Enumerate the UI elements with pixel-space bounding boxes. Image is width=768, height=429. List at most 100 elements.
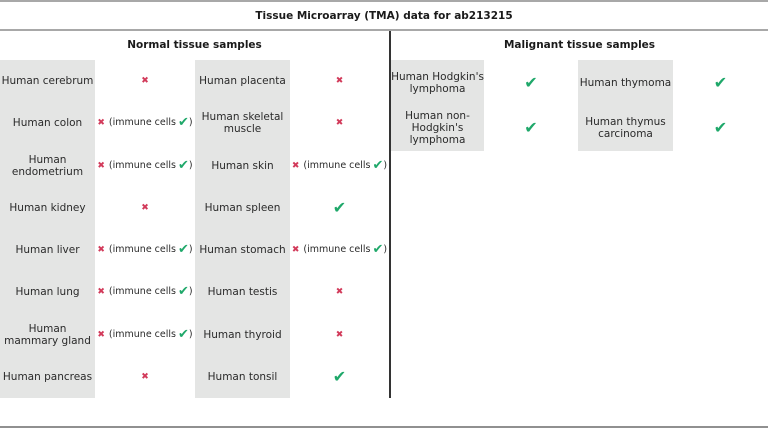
result-cell: ✔ (484, 106, 578, 152)
result-cell: ✖(immune cells✔) (290, 145, 389, 187)
cross-icon: ✖ (97, 245, 105, 256)
top-border (0, 0, 768, 2)
immune-cells-note: (immune cells (108, 244, 176, 256)
result-cell: ✖ (290, 314, 389, 356)
table-row: Human endometrium✖(immune cells✔)Human s… (0, 144, 389, 187)
cross-icon: ✖ (97, 118, 105, 129)
section-divider (389, 31, 391, 398)
title-divider (0, 29, 768, 31)
cross-icon: ✖ (141, 371, 149, 382)
table-row: Human lung✖(immune cells✔)Human testis✖ (0, 271, 389, 314)
result-cell: ✔ (290, 187, 389, 229)
tissue-name: Human spleen (195, 186, 290, 229)
tissue-name: Human lung (0, 271, 95, 314)
result-cell: ✔ (673, 106, 768, 152)
tissue-name: Human thymoma (578, 60, 673, 106)
table-row: Human kidney ✖ Human spleen ✔ (0, 186, 389, 229)
cross-icon: ✖ (97, 160, 105, 171)
table-row: Human non-Hodgkin's lymphoma ✔ Human thymu… (391, 105, 768, 152)
close-paren: ) (188, 117, 193, 129)
check-icon: ✔ (372, 157, 384, 173)
result-cell: ✖(immune cells✔) (95, 229, 195, 271)
cross-icon: ✖ (291, 245, 300, 256)
close-paren: ) (188, 328, 193, 340)
tissue-name: Human Hodgkin's lymphoma (391, 60, 484, 106)
tissue-name: Human liver (0, 229, 95, 272)
close-paren: ) (383, 159, 388, 171)
result-cell: ✖ (290, 271, 389, 313)
result-cell: ✖(immune cells✔) (95, 314, 195, 356)
tissue-name: Human cerebrum (0, 60, 95, 103)
immune-cells-note: (immune cells (303, 244, 371, 256)
immune-cells-note: (immune cells (108, 328, 176, 340)
result-cell: ✔ (673, 60, 768, 106)
cross-icon: ✖ (335, 76, 344, 87)
check-icon: ✔ (524, 72, 538, 92)
result-cell: ✖(immune cells✔) (95, 102, 195, 144)
check-icon: ✔ (177, 326, 189, 342)
cross-icon: ✖ (97, 287, 105, 298)
cross-icon: ✖ (97, 329, 105, 340)
table-title: Tissue Microarray (TMA) data for ab21321… (255, 9, 513, 22)
tissue-name: Human endometrium (0, 144, 95, 187)
malignant-section-heading: Malignant tissue samples (503, 39, 656, 51)
tissue-name: Human testis (195, 271, 290, 314)
result-cell: ✖ (290, 102, 389, 144)
result-cell: ✔ (484, 60, 578, 106)
close-paren: ) (383, 244, 388, 256)
result-cell: ✖ (290, 60, 389, 102)
cross-icon: ✖ (335, 287, 344, 298)
table-row: Human colon✖(immune cells✔)Human skeleta… (0, 102, 389, 145)
tissue-name: Human kidney (0, 186, 95, 229)
table-row: Human liver✖(immune cells✔)Human stomach… (0, 229, 389, 272)
result-cell: ✖ (95, 356, 195, 398)
result-cell: ✖ (95, 60, 195, 102)
close-paren: ) (188, 244, 193, 256)
tissue-name: Human thymus carcinoma (578, 105, 673, 151)
normal-section-heading: Normal tissue samples (127, 39, 262, 51)
close-paren: ) (188, 159, 193, 171)
table-row: Human Hodgkin's lymphoma ✔ Human thymoma ✔ (391, 60, 768, 106)
check-icon: ✔ (713, 118, 728, 138)
cross-icon: ✖ (335, 118, 344, 129)
tissue-name: Human non-Hodgkin's lymphoma (391, 105, 484, 151)
immune-cells-note: (immune cells (108, 159, 176, 171)
table-row: Human mammary gland✖(immune cells✔)Human… (0, 313, 389, 356)
table-row: Human cerebrum ✖ Human placenta ✖ (0, 60, 389, 103)
cross-icon: ✖ (141, 202, 149, 213)
result-cell: ✖(immune cells✔) (95, 145, 195, 187)
check-icon: ✔ (372, 242, 384, 258)
tissue-name: Human tonsil (195, 355, 290, 398)
tissue-name: Human stomach (195, 229, 290, 272)
tissue-name: Human skin (195, 144, 290, 187)
malignant-tissue-table: Human Hodgkin's lymphoma✔Human thymoma✔H… (391, 60, 768, 151)
tissue-name: Human skeletal muscle (195, 102, 290, 145)
check-icon: ✔ (177, 115, 189, 131)
result-cell: ✖(immune cells✔) (95, 271, 195, 313)
check-icon: ✔ (177, 157, 189, 173)
bottom-border (0, 426, 768, 428)
table-row: Human pancreas ✖ Human tonsil ✔ (0, 355, 389, 398)
check-icon: ✔ (713, 72, 728, 92)
tissue-name: Human thyroid (195, 313, 290, 356)
cross-icon: ✖ (141, 76, 149, 87)
close-paren: ) (188, 286, 193, 298)
tissue-name: Human mammary gland (0, 313, 95, 356)
tissue-name: Human colon (0, 102, 95, 145)
cross-icon: ✖ (291, 160, 300, 171)
check-icon: ✔ (332, 366, 347, 386)
tissue-name: Human placenta (195, 60, 290, 103)
cross-icon: ✖ (335, 329, 344, 340)
immune-cells-note: (immune cells (108, 117, 176, 129)
result-cell: ✔ (290, 356, 389, 398)
check-icon: ✔ (177, 242, 189, 258)
tissue-name: Human pancreas (0, 355, 95, 398)
check-icon: ✔ (524, 118, 538, 138)
check-icon: ✔ (177, 284, 189, 300)
result-cell: ✖(immune cells✔) (290, 229, 389, 271)
result-cell: ✖ (95, 187, 195, 229)
immune-cells-note: (immune cells (303, 159, 371, 171)
normal-tissue-table: Human cerebrum✖Human placenta✖Human colo… (0, 60, 389, 398)
check-icon: ✔ (332, 197, 347, 217)
immune-cells-note: (immune cells (108, 286, 176, 298)
